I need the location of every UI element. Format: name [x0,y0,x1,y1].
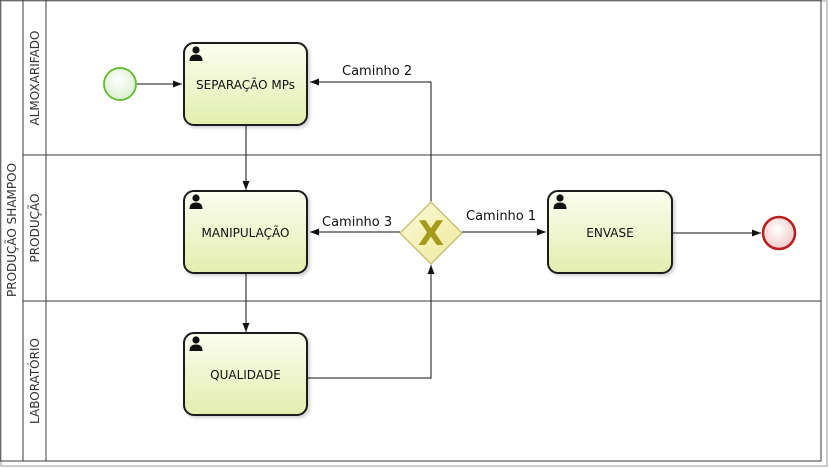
gateway-x-icon: X [418,214,444,254]
flow-caminho2 [310,78,432,203]
exclusive-gateway[interactable]: X [398,200,464,266]
end-event[interactable] [761,215,797,251]
task-label-separacao: SEPARAÇÃO MPs [196,77,295,92]
start-event[interactable] [103,67,137,101]
flow-label-caminho1: Caminho 1 [466,209,536,224]
task-qualidade[interactable]: QUALIDADE [183,332,308,416]
user-icon [189,46,203,61]
pool-frame [0,0,822,462]
pool-label: PRODUÇÃO SHAMPOO [4,163,19,297]
flow-label-caminho3: Caminho 3 [322,215,392,230]
task-manipulacao[interactable]: MANIPULAÇÃO [183,190,308,274]
task-separacao[interactable]: SEPARAÇÃO MPs [183,42,308,126]
task-label-qualidade: QUALIDADE [210,368,281,382]
user-icon [189,194,203,209]
task-envase[interactable]: ENVASE [547,190,673,274]
flow-label-caminho2: Caminho 2 [342,64,412,79]
flow-qualidade-to-gateway [308,265,435,379]
task-label-envase: ENVASE [586,226,633,240]
user-icon [553,194,567,209]
user-icon [189,336,203,351]
task-label-manipulacao: MANIPULAÇÃO [202,225,290,240]
lane-label-producao: PRODUÇÃO [27,194,42,263]
lane-label-almoxarifado: ALMOXARIFADO [28,31,42,126]
lane-label-laboratorio: LABORATÓRIO [27,338,42,424]
sequence-flows [137,78,761,379]
